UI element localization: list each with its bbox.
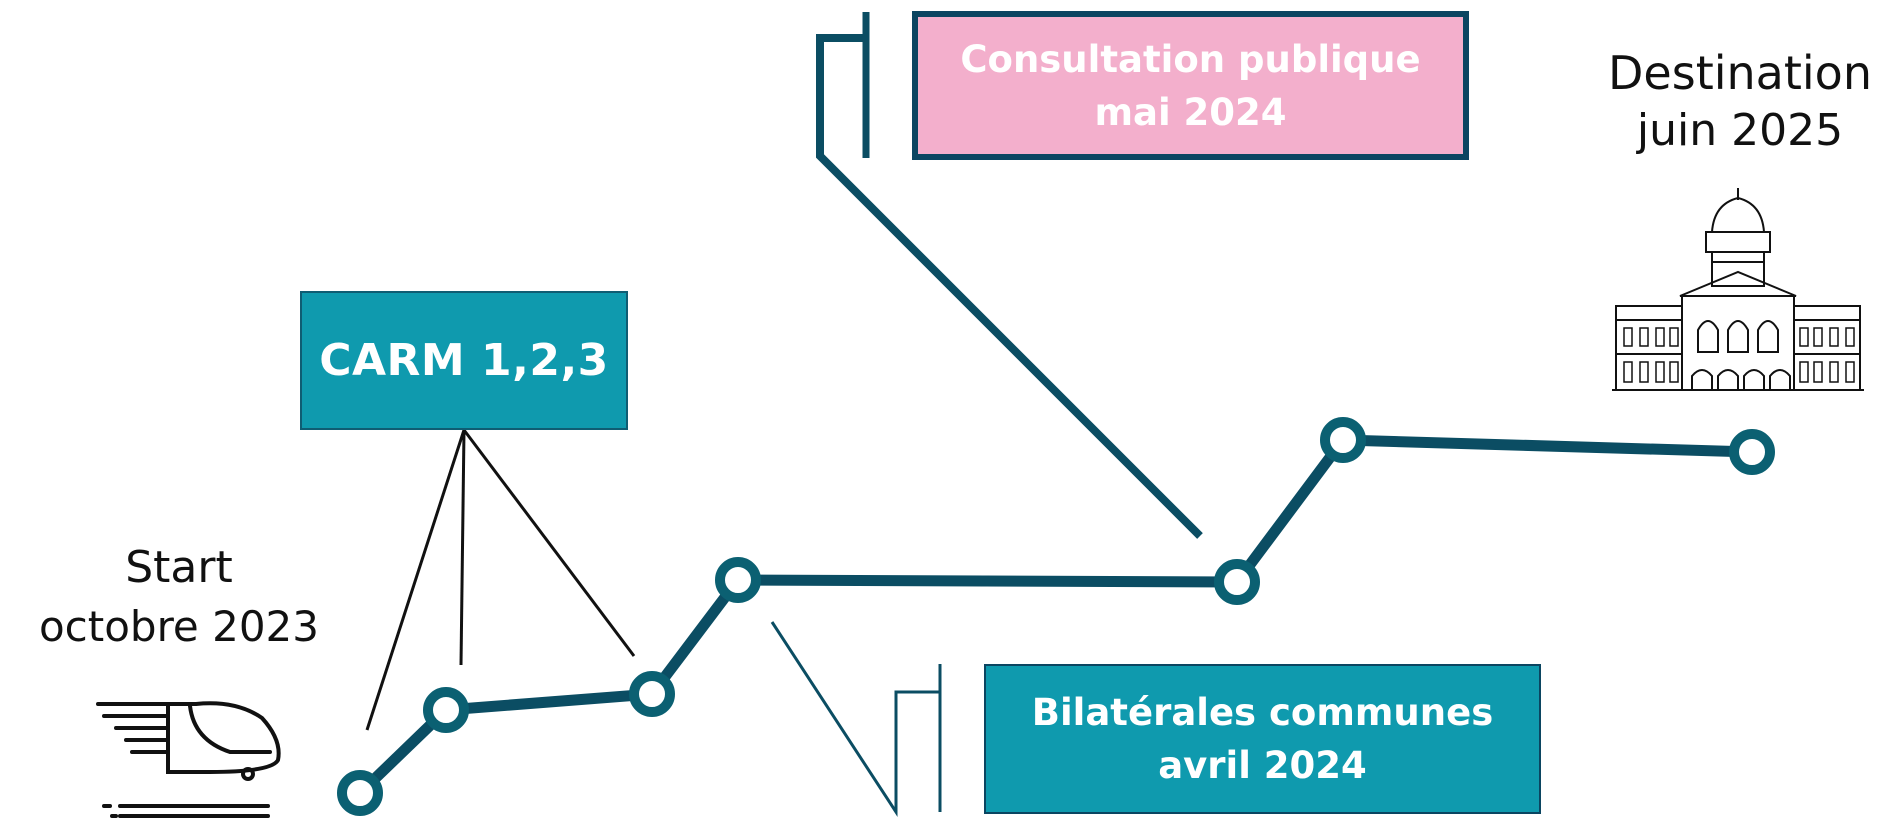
milestone-2 bbox=[423, 687, 469, 733]
bilaterales-date: avril 2024 bbox=[1158, 744, 1367, 787]
federal-palace-icon bbox=[1612, 188, 1864, 391]
destination-title: Destination bbox=[1608, 46, 1872, 100]
consultation-callout bbox=[816, 12, 1203, 539]
milestone-4 bbox=[715, 557, 761, 603]
carm-connector-3 bbox=[462, 429, 636, 657]
milestone-1 bbox=[337, 770, 383, 816]
carm-box: CARM 1,2,3 bbox=[300, 291, 628, 430]
bilaterales-title: Bilatérales communes bbox=[1031, 691, 1494, 734]
bilaterales-callout bbox=[770, 621, 942, 818]
consultation-callout-line bbox=[816, 34, 1203, 539]
bilaterales-box: Bilatérales communes avril 2024 bbox=[984, 664, 1541, 814]
milestones bbox=[337, 417, 1775, 816]
destination-date: juin 2025 bbox=[1636, 105, 1844, 156]
start-label: Start octobre 2023 bbox=[4, 538, 354, 656]
carm-connectors bbox=[365, 429, 636, 731]
bilaterales-callout-line bbox=[770, 621, 940, 818]
train-icon bbox=[96, 701, 281, 818]
destination-label: Destination juin 2025 bbox=[1585, 44, 1895, 160]
milestone-3 bbox=[629, 671, 675, 717]
consultation-title: Consultation publique bbox=[960, 37, 1421, 81]
milestone-7 bbox=[1729, 429, 1775, 475]
consultation-box: Consultation publique mai 2024 bbox=[912, 11, 1469, 160]
carm-label: CARM 1,2,3 bbox=[319, 335, 609, 386]
start-title: Start bbox=[125, 542, 233, 593]
carm-connector-2 bbox=[459, 429, 466, 666]
start-date: octobre 2023 bbox=[38, 602, 320, 651]
milestone-6 bbox=[1320, 417, 1366, 463]
milestone-5 bbox=[1214, 559, 1260, 605]
consultation-date: mai 2024 bbox=[1094, 90, 1287, 134]
carm-connector-1 bbox=[365, 429, 466, 731]
